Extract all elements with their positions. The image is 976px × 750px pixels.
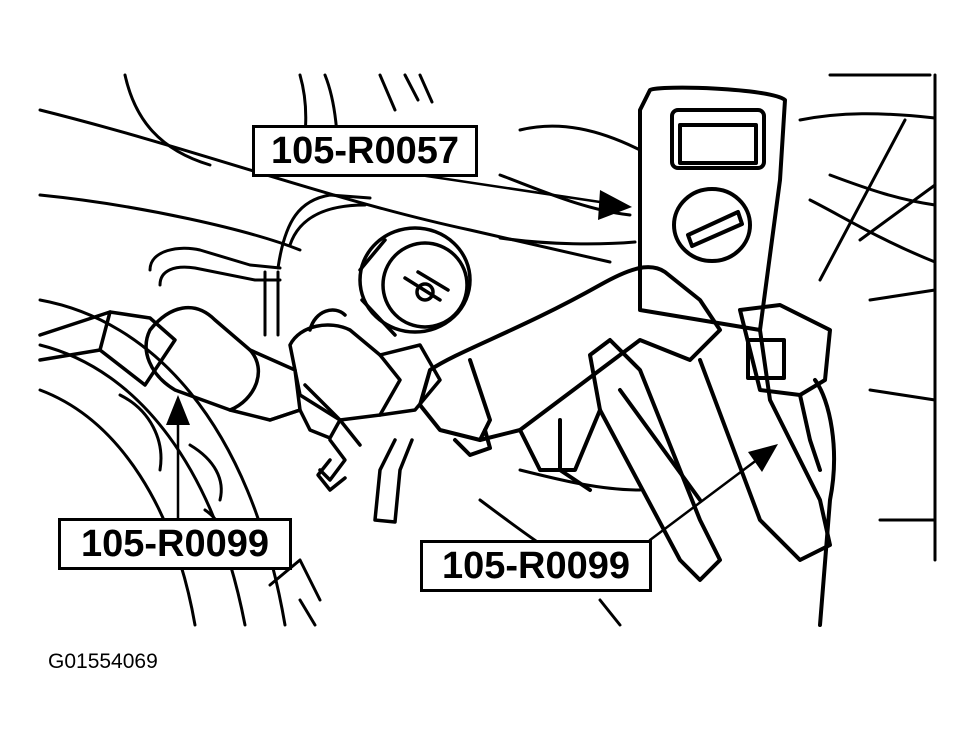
clamp-tool bbox=[418, 265, 836, 627]
arrowhead-right bbox=[748, 444, 778, 472]
arrowhead-left bbox=[166, 395, 190, 425]
callout-105-r0099-left: 105-R0099 bbox=[58, 518, 292, 570]
cables bbox=[148, 193, 372, 337]
callout-105-r0057: 105-R0057 bbox=[252, 125, 478, 177]
callout-105-r0099-right: 105-R0099 bbox=[420, 540, 652, 592]
manifold-body bbox=[288, 308, 442, 524]
arrowheads bbox=[166, 190, 778, 472]
pressure-gauge bbox=[358, 226, 472, 337]
hose bbox=[38, 310, 177, 387]
wheel-pulley bbox=[38, 298, 322, 627]
figure-id: G01554069 bbox=[48, 650, 158, 673]
arrowhead-top bbox=[598, 190, 632, 220]
multimeter-device bbox=[638, 85, 787, 332]
